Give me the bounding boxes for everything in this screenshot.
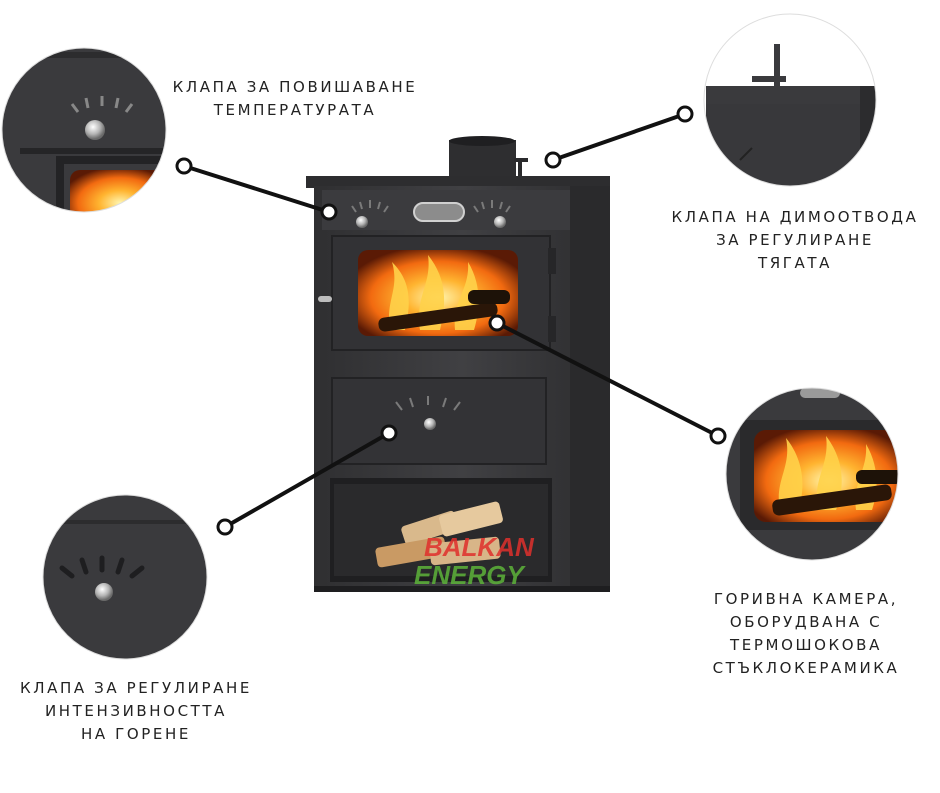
caption-flue-flap: КЛАПА НА ДИМООТВОДА ЗА РЕГУЛИРАНЕ ТЯГАТА (660, 206, 930, 275)
caption-line: ГОРИВНА КАМЕРА, (713, 590, 899, 608)
watermark-line1: BALKAN (424, 532, 535, 562)
callout-dots (175, 105, 727, 536)
detail-temp-flap (1, 47, 167, 213)
caption-line: НА ГОРЕНЕ (81, 725, 191, 743)
caption-line: ТЯГАТА (757, 254, 833, 272)
caption-line: ТЕРМОШОКОВА (730, 636, 882, 654)
caption-line: ИНТЕНЗИВНОСТТА (44, 702, 228, 720)
caption-line: КЛАПА ЗА ПОВИШАВАНЕ (172, 78, 418, 96)
caption-line: КЛАПА НА ДИМООТВОДА (671, 208, 919, 226)
stove-top-plate (306, 176, 610, 188)
firewood (375, 501, 503, 568)
caption-line: ТЕМПЕРАТУРАТА (213, 101, 377, 119)
caption-line: СТЪКЛОКЕРАМИКА (712, 659, 900, 677)
detail-flue-flap (703, 13, 877, 187)
caption-temperature-flap: КЛАПА ЗА ПОВИШАВАНЕ ТЕМПЕРАТУРАТА (160, 76, 430, 122)
caption-burn-flap: КЛАПА ЗА РЕГУЛИРАНЕ ИНТЕНЗИВНОСТТА НА ГО… (0, 677, 272, 746)
ash-drawer (331, 377, 547, 465)
caption-combustion-chamber: ГОРИВНА КАМЕРА, ОБОРУДВАНА С ТЕРМОШОКОВА… (698, 588, 914, 680)
burn-flap-knob (424, 418, 436, 430)
brand-badge (413, 202, 465, 222)
stove: BALKAN ENERGY (306, 136, 610, 592)
caption-line: ОБОРУДВАНА С (729, 613, 883, 631)
flue-pipe (449, 140, 516, 180)
detail-combustion-chamber (725, 387, 899, 561)
temp-flap-knob (356, 216, 368, 228)
detail-burn-flap (42, 494, 208, 660)
caption-line: КЛАПА ЗА РЕГУЛИРАНЕ (20, 679, 252, 697)
watermark-line2: ENERGY (414, 560, 526, 590)
callout-lines (183, 112, 719, 529)
caption-line: ЗА РЕГУЛИРАНЕ (716, 231, 874, 249)
